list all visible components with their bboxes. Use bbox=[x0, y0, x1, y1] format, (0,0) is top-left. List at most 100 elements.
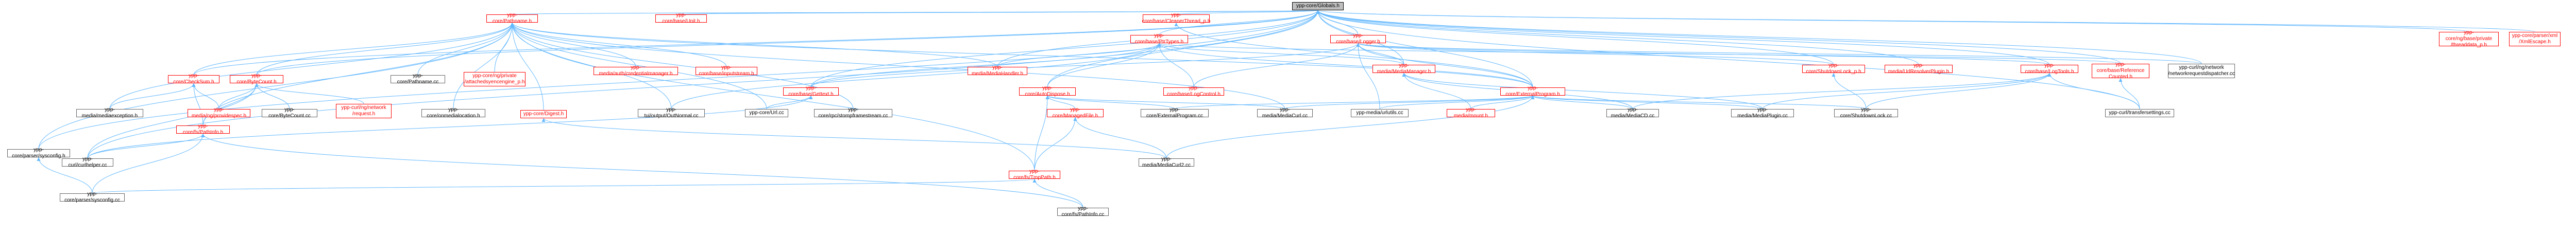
edge-globals-networkdispatcher bbox=[1316, 10, 2202, 64]
node-curloutnormal[interactable]: ypp-tui/output/OutNormal.cc bbox=[638, 107, 705, 119]
node-pathinfo-cc[interactable]: ypp-core/fs/PathInfo.cc bbox=[1057, 206, 1109, 217]
edge-globals-transfersettings bbox=[1316, 10, 2140, 110]
edge-pathinfo-pathinfo_cc bbox=[201, 133, 1083, 208]
node-networkrequest[interactable]: ypp-curl/ng/network /request.h bbox=[336, 104, 392, 118]
edge-externalprogram_h-mediacurl2 bbox=[1166, 95, 1535, 159]
edge-pathinfo-curlhelper bbox=[87, 133, 205, 159]
node-curlhelper[interactable]: ypp-curl/curlhelper.cc bbox=[62, 156, 113, 168]
edge-pttypes-externalprogram_h bbox=[1157, 43, 1533, 88]
edge-logger-gettext bbox=[810, 43, 1360, 88]
edge-pttypes-gettext bbox=[810, 43, 1161, 88]
node-managedfile[interactable]: ypp-core/ManagedFile.h bbox=[1047, 107, 1104, 119]
edge-logtools-transfersettings bbox=[2047, 72, 2140, 110]
node-mediaurlutils[interactable]: ypp-media/urlutils.cc bbox=[1351, 109, 1409, 117]
edge-pathname-digest bbox=[510, 22, 544, 111]
node-logcontrol[interactable]: ypp-core/base/LogControl.h bbox=[1163, 85, 1224, 97]
edge-bytecount_h-networkrequest bbox=[255, 83, 364, 104]
edge-autodispose-mediacurl_cc bbox=[1045, 95, 1285, 110]
node-mediamanager[interactable]: ypp-media/MediaManager.h bbox=[1372, 63, 1435, 75]
node-mediahandler[interactable]: ypp-media/MediaHandler.h bbox=[968, 65, 1027, 77]
edge-globals-logtools bbox=[1316, 10, 2050, 65]
node-threaddata[interactable]: ypp-core/ng/base/private /threaddata_p.h bbox=[2439, 30, 2499, 48]
node-externalprogram-h[interactable]: ypp-core/ExternalProgram.h bbox=[1500, 85, 1565, 97]
edge-pathname-mediablocation bbox=[453, 22, 514, 110]
edge-managedfile-tmppath bbox=[1034, 117, 1077, 171]
edge-mediamanager-mediaplugin bbox=[1402, 72, 1763, 110]
node-ngprivate[interactable]: ypp-core/ng/private /attachedsyencengine… bbox=[464, 72, 526, 86]
node-logtools[interactable]: ypp-core/base/LogTools.h bbox=[2021, 63, 2078, 75]
node-inputstream[interactable]: ypp-core/base/inputstream.h bbox=[696, 65, 757, 77]
edge-pathname-mediaexception bbox=[109, 22, 514, 110]
edge-externalprogram_h-externalprogram_cc bbox=[1174, 95, 1535, 110]
node-sysconfig-cc[interactable]: ypp-core/parser/sysconfig.cc bbox=[60, 191, 125, 203]
node-urlresolver[interactable]: ypp-media/UrlResolverPlugin.h bbox=[1885, 63, 1953, 75]
edge-checksum-pathinfo bbox=[192, 83, 204, 126]
edge-globals-sysconfig_h bbox=[38, 10, 1320, 150]
edge-managedfile-mediacurl2 bbox=[1073, 117, 1167, 159]
node-shutdownlock-p[interactable]: ypp-core/ShutdownLock_p.h bbox=[1802, 63, 1865, 75]
node-transfersettings[interactable]: ypp-curl/transfersettings.cc bbox=[2105, 109, 2174, 117]
node-pathname-cc[interactable]: ypp-core/Pathname.cc bbox=[391, 73, 445, 85]
node-cleanerthread[interactable]: ypp-core/base/CleanerThread_p.h bbox=[1142, 12, 1211, 24]
node-gettext[interactable]: ypp-core/base/Gettext.h bbox=[783, 85, 839, 97]
node-pathname[interactable]: ypp-core/Pathname.h bbox=[486, 12, 538, 24]
edge-pathinfo-sysconfig_cc bbox=[92, 133, 205, 194]
edge-logtools-mediacd bbox=[1632, 72, 2052, 110]
edge-globals-xmlescape bbox=[1316, 10, 2535, 32]
node-mount[interactable]: ypp-media/mount.h bbox=[1447, 107, 1495, 119]
edge-globals-gettext bbox=[810, 10, 1320, 88]
edge-logger-shutdownlock_p bbox=[1356, 43, 1834, 65]
node-xmlescape[interactable]: ypp-core/parser/xml /XmlEscape.h bbox=[2509, 32, 2561, 46]
edge-autodispose-externalprogram_cc bbox=[1045, 95, 1175, 110]
edge-pathname-checksum bbox=[193, 22, 514, 76]
edge-tmppath-sysconfig_cc bbox=[92, 178, 1036, 194]
node-networkdispatcher[interactable]: ypp-curl/ng/network /networkrequestdispa… bbox=[2168, 64, 2235, 78]
edge-shutdownlock_p-shutdownlock_cc bbox=[1832, 72, 1867, 110]
node-credmgr[interactable]: ypp-media/auth/credentialmanager.h bbox=[594, 65, 678, 77]
node-stompframe[interactable]: ypp-core/rpc/stompframestream.cc bbox=[814, 107, 892, 119]
node-pathinfo[interactable]: ypp-core/fs/PathInfo.h bbox=[176, 123, 230, 135]
edge-pttypes-curloutnormal bbox=[671, 43, 1161, 110]
node-mediacurl-cc[interactable]: ypp-media/MediaCurl.cc bbox=[1257, 107, 1313, 119]
node-providespec[interactable]: ypp-media/ng/providespec.h bbox=[188, 107, 250, 119]
node-autodispose[interactable]: ypp-core/AutoDispose.h bbox=[1019, 85, 1076, 97]
node-bytecount-cc[interactable]: ypp-core/ByteCount.cc bbox=[262, 107, 317, 119]
edge-globals-autodispose bbox=[1047, 10, 1320, 88]
edge-globals-refcounted bbox=[1316, 10, 2121, 64]
edge-globals-pttypes bbox=[1159, 10, 1320, 35]
node-pttypes[interactable]: ypp-core/base/PtrTypes.h bbox=[1130, 33, 1188, 45]
edge-logtools-mediaplugin bbox=[1762, 72, 2052, 110]
node-mediablocation[interactable]: ypp-core/onmedialocation.h bbox=[421, 107, 485, 119]
edge-globals-pathname bbox=[512, 10, 1318, 15]
node-tmppath[interactable]: ypp-core/fs/TmpPath.h bbox=[1009, 169, 1060, 180]
edge-checksum-providespec bbox=[192, 83, 219, 110]
node-url-cc[interactable]: ypp-core/Url.cc bbox=[745, 109, 788, 117]
node-sysconfig-h[interactable]: ypp-core/parser/sysconfig.h bbox=[7, 147, 70, 159]
node-externalprogram-cc[interactable]: ypp-core/ExternalProgram.cc bbox=[1141, 107, 1209, 119]
edge-externalprogram_h-mediaplugin bbox=[1531, 95, 1763, 110]
edge-globals-checksum bbox=[193, 10, 1320, 76]
edge-globals-externalprogram_h bbox=[1316, 10, 1533, 88]
edge-pttypes-mediahandler bbox=[997, 43, 1161, 67]
edge-pttypes-autodispose bbox=[1047, 43, 1161, 88]
node-mediaplugin[interactable]: ypp-media/MediaPlugin.cc bbox=[1731, 107, 1794, 119]
node-logger[interactable]: ypp-core/base/Logger.h bbox=[1330, 33, 1386, 45]
edge-cleanerthread-externalprogram_h bbox=[1174, 22, 1533, 88]
edge-tmppath-pathinfo_cc bbox=[1032, 178, 1083, 208]
node-refcounted[interactable]: ypp-core/base/Reference Counted.h bbox=[2092, 62, 2149, 80]
edge-checksum-mediaexception bbox=[109, 83, 196, 110]
node-mediacd[interactable]: ypp-media/MediaCD.cc bbox=[1606, 107, 1659, 119]
edge-refcounted-transfersettings bbox=[2119, 78, 2140, 110]
node-digest[interactable]: ypp-core/Digest.h bbox=[520, 110, 567, 118]
node-bytecount-h[interactable]: ypp-core/ByteCount.h bbox=[230, 73, 283, 85]
node-mediaexception[interactable]: ypp-media/mediaexception.h bbox=[76, 107, 143, 119]
edge-mediamanager-mount bbox=[1402, 72, 1471, 110]
edge-pathname-inputstream bbox=[510, 22, 727, 67]
node-shutdownlock-cc[interactable]: ypp-core/ShutdownLock.cc bbox=[1834, 107, 1898, 119]
node-checksum[interactable]: ypp-core/CheckSum.h bbox=[168, 73, 219, 85]
edge-externalprogram_h-mediacd bbox=[1531, 95, 1633, 110]
node-mediacurl2[interactable]: ypp-media/MediaCurl2.cc bbox=[1139, 156, 1194, 168]
node-unit[interactable]: ypp-core/base/Unit.h bbox=[655, 12, 707, 24]
edge-bytecount_h-providespec bbox=[218, 83, 259, 110]
edge-bytecount_h-bytecount_cc bbox=[255, 83, 290, 110]
